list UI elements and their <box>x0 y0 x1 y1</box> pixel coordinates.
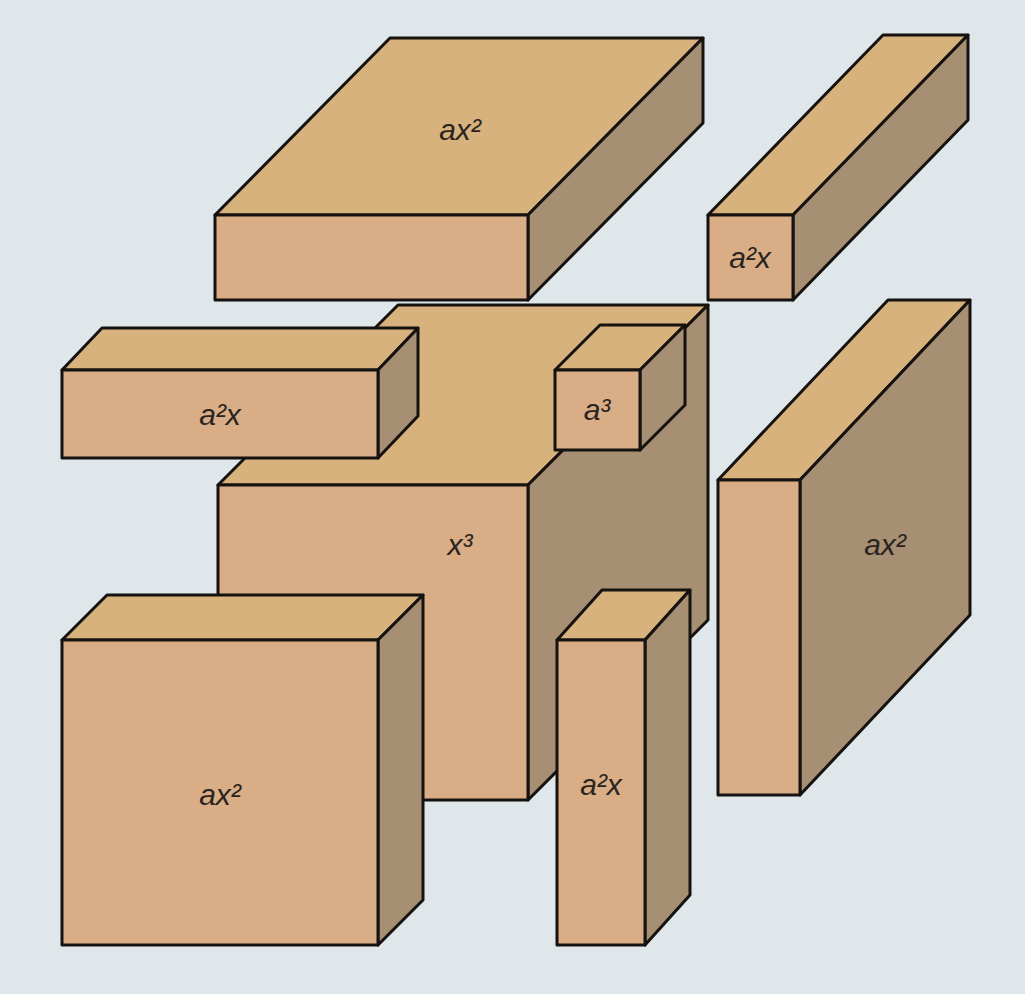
front-face <box>557 640 645 945</box>
front-face <box>718 480 800 795</box>
volume-block: ax² <box>718 300 970 795</box>
block-shape <box>718 300 970 795</box>
side-face <box>793 35 968 300</box>
block-shape <box>215 38 703 300</box>
front-face <box>215 215 528 300</box>
volume-label: a²x <box>729 243 771 273</box>
volume-label: a³ <box>584 395 611 425</box>
volume-label: a²x <box>199 400 241 430</box>
side-face <box>378 595 423 945</box>
side-face <box>645 590 690 945</box>
volume-block: a³ <box>555 325 685 450</box>
block-shape <box>62 328 418 458</box>
front-face <box>708 215 793 300</box>
volume-label: x³ <box>448 530 473 560</box>
volume-block: a²x <box>708 35 968 300</box>
volume-label: ax² <box>199 780 241 810</box>
side-face <box>528 38 703 300</box>
block-shape <box>555 325 685 450</box>
volume-block: a²x <box>62 328 418 458</box>
volume-block: ax² <box>62 595 423 945</box>
front-face <box>555 370 640 450</box>
block-shape <box>62 595 423 945</box>
front-face <box>62 640 378 945</box>
volume-label: ax² <box>439 115 481 145</box>
volume-label: a²x <box>580 770 622 800</box>
side-face <box>800 300 970 795</box>
top-face <box>62 595 423 640</box>
volume-block: a²x <box>557 590 690 945</box>
top-face <box>62 328 418 370</box>
front-face <box>62 370 378 458</box>
volume-label: ax² <box>864 530 906 560</box>
volume-block: ax² <box>215 38 703 300</box>
block-shape <box>557 590 690 945</box>
